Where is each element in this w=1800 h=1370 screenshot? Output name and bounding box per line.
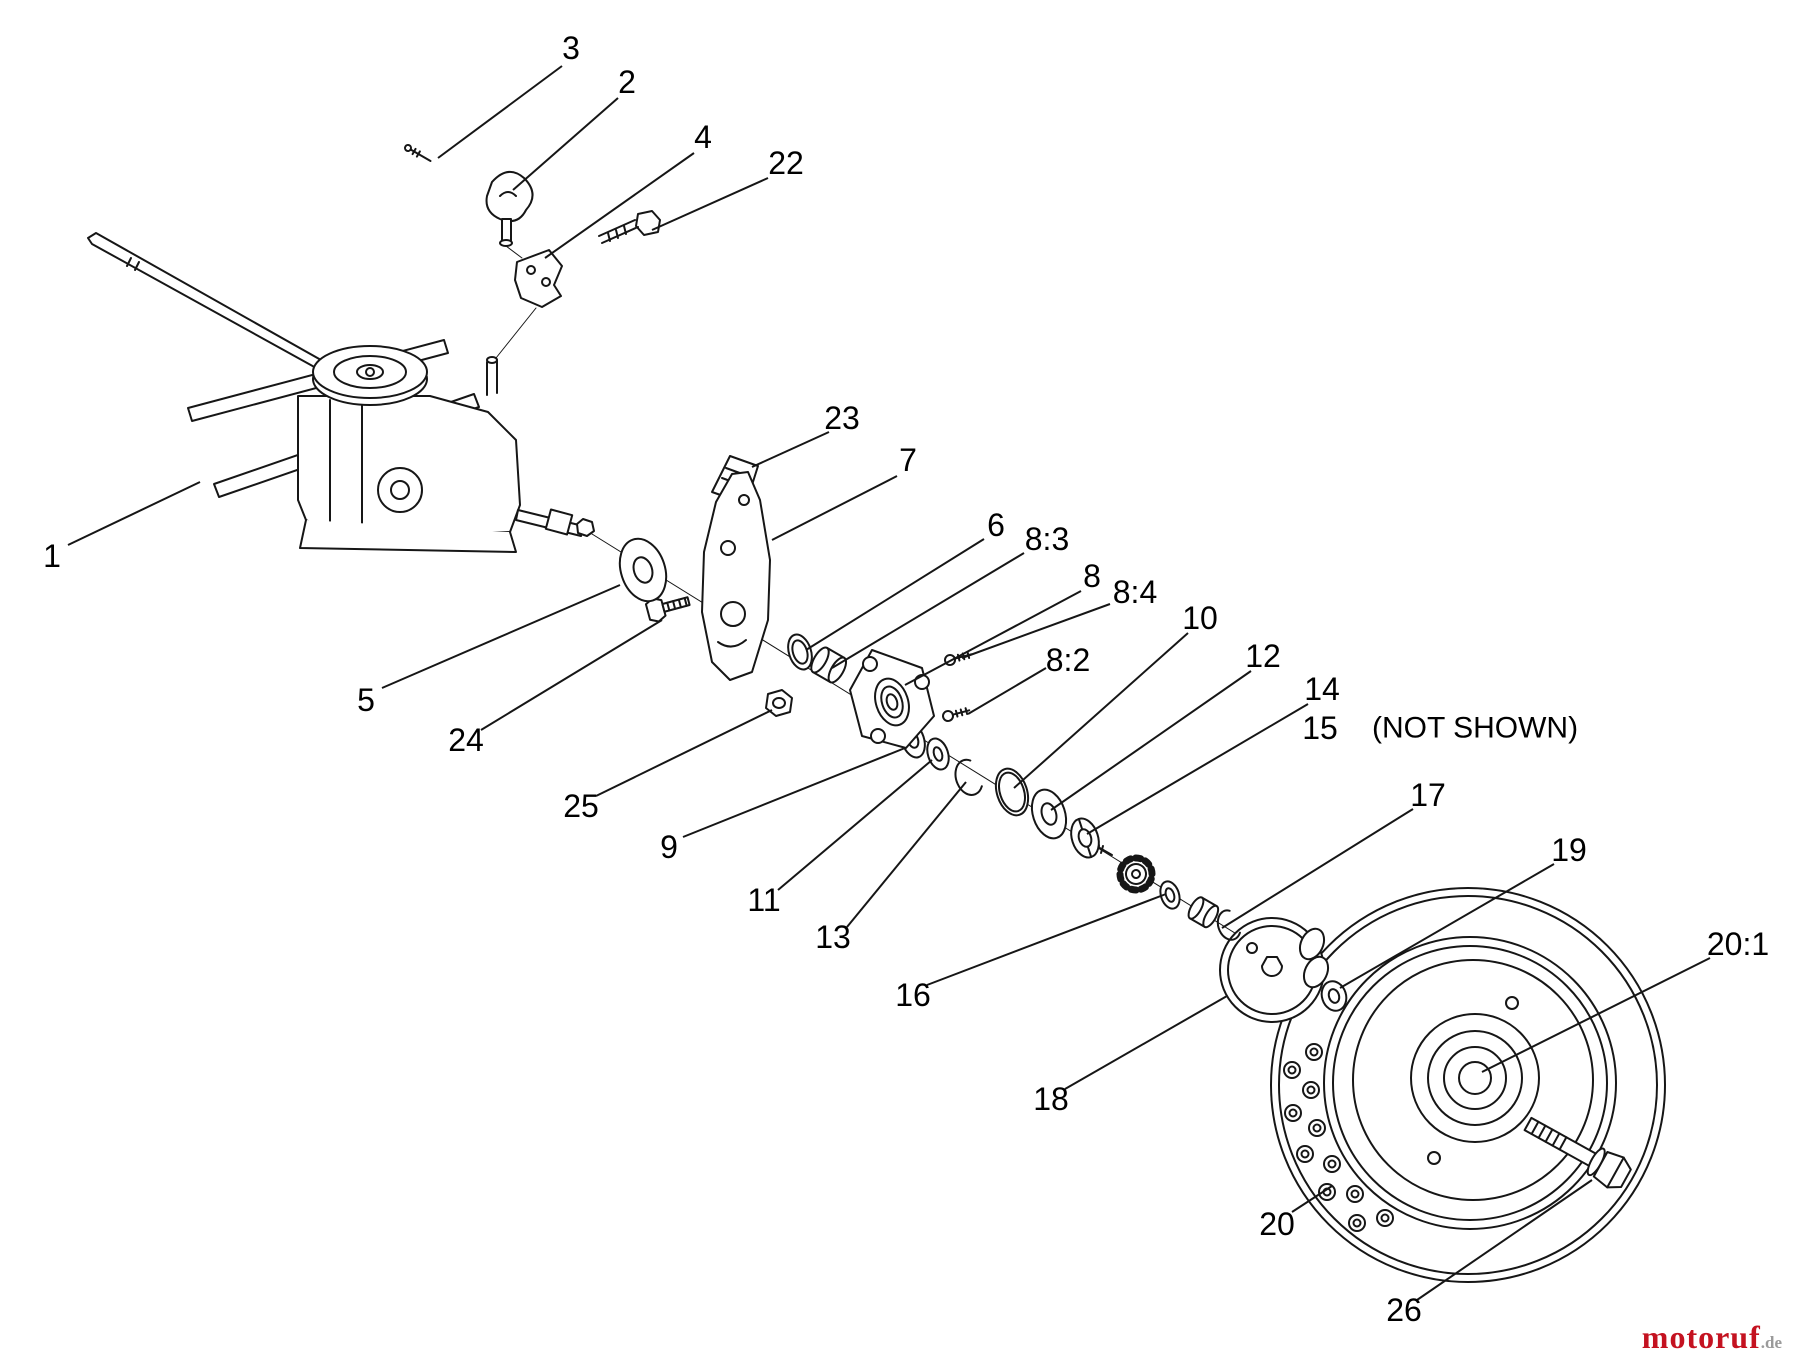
leader-line	[805, 538, 985, 651]
leader-lines	[67, 65, 1711, 1301]
part-label-1: 1	[43, 538, 61, 574]
part-label-22: 22	[768, 145, 804, 181]
part-lever-plate	[701, 471, 771, 681]
watermark-logo: motoruf.de	[1642, 1319, 1782, 1356]
part-label-4: 4	[694, 119, 712, 155]
part-label-24: 24	[448, 722, 484, 758]
leader-line	[831, 552, 1025, 669]
part-label-9: 9	[660, 829, 678, 865]
part-hex-nut	[765, 689, 793, 717]
callout-labels: 1 2 3 4 5 6 7 8 8:2 8:3 8:4 9 10 11 12 1…	[43, 30, 1769, 1328]
part-label-25: 25	[563, 788, 599, 824]
part-label-19: 19	[1551, 832, 1587, 868]
part-label-17: 17	[1410, 777, 1446, 813]
part-label-16: 16	[895, 977, 931, 1013]
part-label-23: 23	[824, 400, 860, 436]
part-label-2: 2	[618, 64, 636, 100]
part-label-20: 20	[1259, 1206, 1295, 1242]
part-cotter-pin	[404, 144, 432, 162]
part-label-14: 14	[1304, 671, 1340, 707]
leader-line	[1416, 1179, 1593, 1301]
leader-line	[1481, 957, 1711, 1073]
part-washer-11	[926, 737, 950, 771]
part-label-26: 26	[1386, 1292, 1422, 1328]
part-label-5: 5	[357, 682, 375, 718]
leader-line	[846, 781, 967, 928]
leader-line	[595, 709, 773, 797]
wheel-tread-studs	[1283, 1043, 1394, 1232]
part-e-clip	[954, 758, 983, 796]
leader-line	[1221, 808, 1414, 929]
part-label-7: 7	[899, 442, 917, 478]
leader-line	[480, 619, 663, 731]
part-knob	[485, 171, 534, 259]
part-label-15: 15	[1302, 710, 1338, 746]
part-label-6: 6	[987, 507, 1005, 543]
part-pinion-gear	[1116, 854, 1156, 894]
gearbox-assembly	[87, 232, 595, 553]
watermark-tld: .de	[1760, 1333, 1782, 1352]
part-bearing	[1070, 817, 1100, 859]
part-wheel-bolt	[1523, 1116, 1632, 1189]
not-shown-note: (NOT SHOWN)	[1372, 712, 1578, 745]
part-label-11: 11	[747, 882, 780, 918]
leader-line	[771, 475, 898, 541]
hub-cap	[1443, 1046, 1507, 1110]
leader-line	[1064, 995, 1228, 1090]
leader-line	[512, 97, 619, 191]
leader-line	[1013, 632, 1189, 789]
part-screw-8-2	[942, 707, 971, 722]
leader-line	[926, 893, 1167, 986]
leader-line	[751, 431, 830, 468]
part-label-8-2: 8:2	[1046, 642, 1090, 678]
part-drive-plate	[1219, 917, 1330, 1023]
part-bolt-24	[644, 596, 691, 623]
part-hub-washer	[1320, 980, 1348, 1012]
part-wheel	[1270, 887, 1666, 1283]
part-label-12: 12	[1245, 638, 1281, 674]
part-label-13: 13	[815, 919, 851, 955]
part-label-8: 8	[1083, 558, 1101, 594]
part-seal-ring	[1030, 788, 1068, 840]
leader-line	[1339, 863, 1555, 989]
part-screw-22	[598, 210, 661, 244]
leader-line	[381, 584, 621, 689]
leader-line	[437, 65, 563, 159]
part-pulley-washer	[618, 537, 668, 603]
part-spacer-washer	[1159, 880, 1181, 910]
part-label-20-1: 20:1	[1707, 926, 1769, 962]
leader-line	[1086, 703, 1309, 835]
part-label-8-3: 8:3	[1025, 521, 1069, 557]
leader-line	[967, 667, 1047, 715]
part-label-10: 10	[1182, 600, 1218, 636]
leader-line	[67, 481, 201, 546]
leader-line	[1291, 1185, 1333, 1213]
part-label-8-4: 8:4	[1113, 574, 1157, 610]
part-thin-ring	[994, 767, 1030, 817]
part-bushing-8-3	[810, 646, 848, 684]
part-label-3: 3	[562, 30, 580, 66]
part-label-18: 18	[1033, 1081, 1069, 1117]
leader-line	[544, 152, 695, 259]
part-gear-housing-cover	[849, 649, 935, 749]
part-bracket	[495, 249, 563, 359]
leader-line	[777, 759, 933, 891]
leader-line	[682, 747, 906, 838]
leader-line	[1050, 670, 1252, 811]
leader-line	[651, 177, 769, 231]
leader-line	[961, 603, 1111, 659]
part-bushing-17	[1187, 896, 1220, 929]
watermark-brand: motoruf	[1641, 1319, 1761, 1355]
leader-line	[904, 590, 1082, 686]
part-retaining-clip-right	[1216, 909, 1241, 941]
